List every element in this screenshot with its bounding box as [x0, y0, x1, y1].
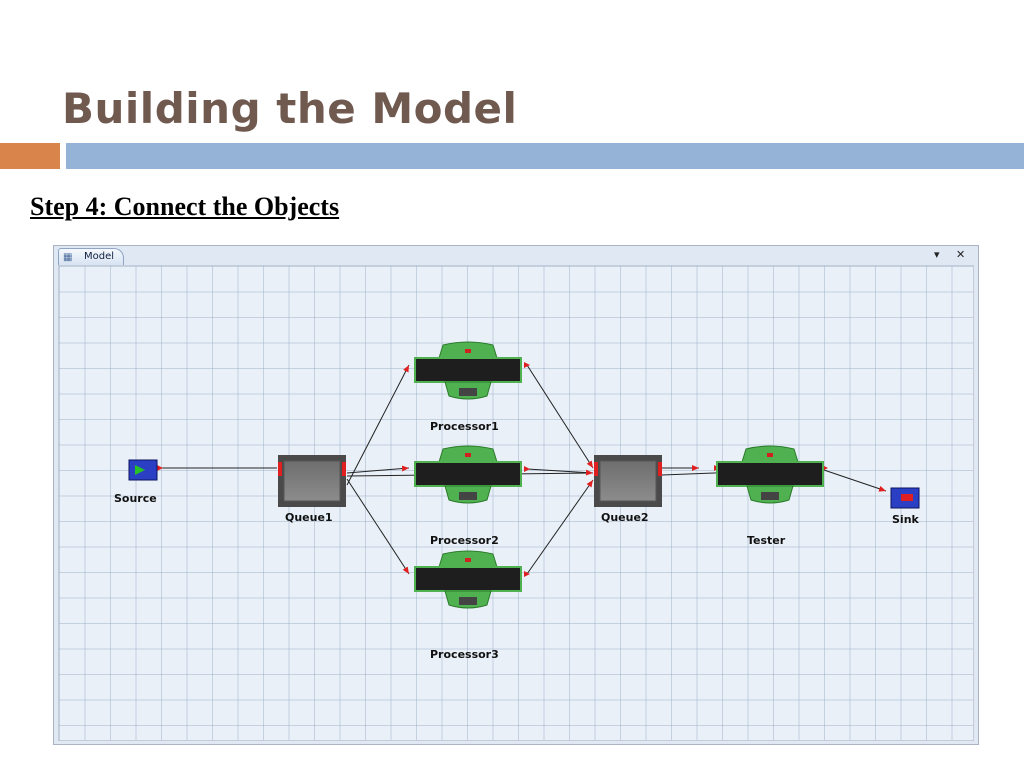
- connector-processor3-queue2: [526, 479, 594, 575]
- close-icon[interactable]: ✕: [956, 248, 966, 261]
- queue1-label: Queue1: [285, 511, 333, 524]
- connector-queue1-processor3: [346, 478, 410, 575]
- connector-processor2-queue2: [526, 468, 594, 476]
- tester-label: Tester: [747, 534, 786, 547]
- source-label: Source: [114, 492, 157, 505]
- sink-object[interactable]: [890, 487, 920, 509]
- slide-title: Building the Model: [62, 84, 518, 133]
- connector-queue1-processor1: [346, 364, 410, 486]
- grid-icon: ▦: [63, 252, 73, 263]
- queue2-label: Queue2: [601, 511, 649, 524]
- source-object[interactable]: [128, 459, 158, 481]
- processor2-label: Processor2: [430, 534, 499, 547]
- play-icon: [135, 465, 145, 475]
- processor1-label: Processor1: [430, 420, 499, 433]
- model-canvas[interactable]: Source Queue1 Processor1 Processor2 Proc…: [58, 265, 974, 741]
- model-diagram: [128, 341, 920, 609]
- accent-bar-blue: [66, 143, 1024, 169]
- accent-bar-orange: [0, 143, 60, 169]
- queue2-object[interactable]: [594, 455, 662, 507]
- connector-queue1-processor2: [346, 465, 410, 474]
- processor1-object[interactable]: [414, 341, 522, 400]
- processor3-label: Processor3: [430, 648, 499, 661]
- tester-object[interactable]: [716, 445, 824, 504]
- connector-tester-sink: [820, 468, 887, 492]
- model-window: ▦ Model ▾ ✕: [53, 245, 979, 745]
- queue1-object[interactable]: [278, 455, 346, 507]
- tab-model-label: Model: [84, 251, 115, 262]
- connector-processor1-queue2: [526, 364, 594, 469]
- step-heading: Step 4: Connect the Objects: [30, 192, 340, 221]
- processor3-object[interactable]: [414, 550, 522, 609]
- sink-label: Sink: [892, 513, 919, 526]
- processor2-object[interactable]: [414, 445, 522, 504]
- window-menu-icon[interactable]: ▾: [934, 248, 940, 261]
- tab-model[interactable]: ▦ Model: [58, 248, 124, 266]
